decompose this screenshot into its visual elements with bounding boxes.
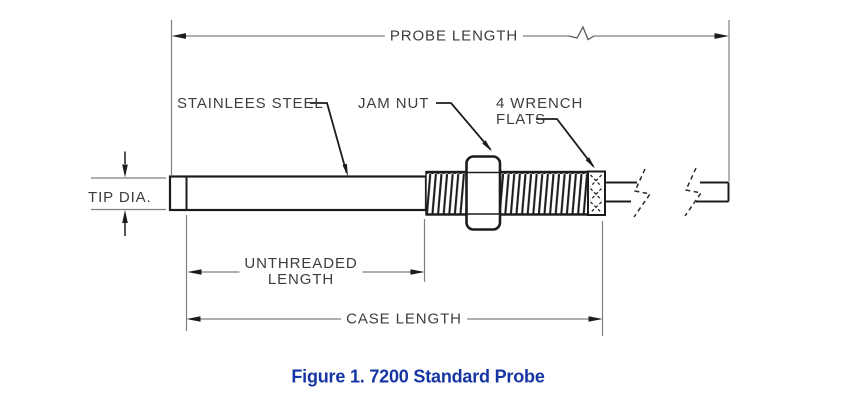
leader-arrowhead — [342, 163, 348, 177]
figure-caption: Figure 1. 7200 Standard Probe — [291, 366, 545, 387]
arrowhead-left — [187, 269, 202, 275]
threaded-section — [425, 170, 605, 216]
wrench-flats-label-line2: FLATS — [496, 111, 547, 128]
probe-body — [168, 175, 428, 212]
jam-nut-shape — [465, 155, 502, 231]
lead-wire — [605, 167, 730, 218]
case-length-label: CASE LENGTH — [341, 310, 467, 328]
wire-break-symbol — [684, 167, 703, 217]
leader-jam-nut — [436, 102, 492, 152]
wrench-flats-label: 4 WRENCH FLATS — [496, 96, 583, 128]
arrowhead-right — [410, 269, 425, 275]
stainless-steel-label: STAINLEES STEEL — [177, 95, 324, 112]
leader-wrench-flats — [536, 118, 595, 169]
tip-diameter-label: TIP DIA. — [88, 189, 152, 206]
unthreaded-length-label: UNTHREADED LENGTH — [239, 255, 363, 289]
leader-stainless-steel — [310, 102, 348, 177]
wire-break-symbol — [633, 168, 652, 218]
unthreaded-length-label-line2: LENGTH — [267, 271, 335, 288]
leader-arrowhead — [482, 140, 492, 152]
probe-length-label: PROBE LENGTH — [384, 27, 524, 45]
jam-nut-label: JAM NUT — [358, 95, 430, 112]
wrench-flats-section — [587, 170, 606, 216]
arrowhead-up — [122, 210, 128, 223]
dimension-break-symbol — [568, 25, 595, 41]
arrowhead-right — [588, 316, 603, 322]
arrowhead-left — [186, 316, 201, 322]
tip-diameter-dimension — [91, 151, 166, 236]
extension-lines — [170, 20, 730, 336]
unthreaded-length-label-line1: UNTHREADED — [244, 255, 358, 272]
arrowhead-down — [122, 164, 128, 178]
arrowhead-left — [171, 33, 186, 39]
wrench-flats-label-line1: 4 WRENCH — [496, 95, 584, 112]
arrowhead-right — [714, 33, 729, 39]
leader-arrowhead — [585, 157, 595, 169]
